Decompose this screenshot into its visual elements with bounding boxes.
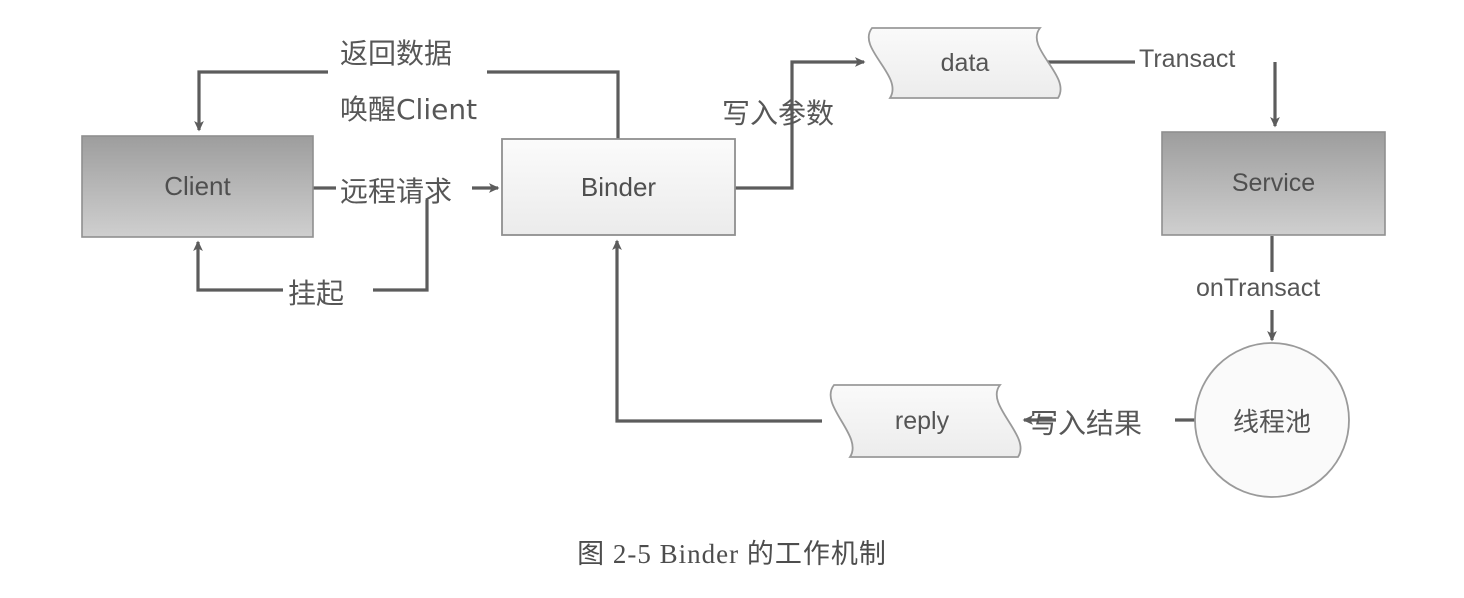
node-service <box>1161 131 1386 236</box>
edge-reply-to-binder-line <box>612 239 822 423</box>
edge-suspend-segment-a <box>373 200 429 292</box>
edge-label-transact: Transact <box>1139 45 1236 73</box>
edge-label-wake-client: 唤醒Client <box>340 93 478 126</box>
edge-return-data-segment-b <box>194 70 328 132</box>
edge-label-write-result: 写入结果 <box>1030 407 1143 440</box>
edge-return-data-segment-a <box>487 70 620 139</box>
node-thread-pool <box>1194 342 1350 498</box>
edge-label-ontransact: onTransact <box>1196 274 1321 302</box>
edge-label-return-data: 返回数据 <box>340 37 453 70</box>
edge-label-write-params: 写入参数 <box>722 97 835 130</box>
edge-write-params-line <box>735 57 866 190</box>
node-client <box>81 135 314 238</box>
node-reply <box>829 384 1022 458</box>
node-data <box>867 27 1062 99</box>
edge-label-remote-request: 远程请求 <box>340 175 453 208</box>
edge-label-suspend: 挂起 <box>288 277 345 310</box>
edge-suspend-segment-b <box>193 240 283 292</box>
node-binder <box>501 138 736 236</box>
figure-caption: 图 2-5 Binder 的工作机制 <box>577 539 887 569</box>
